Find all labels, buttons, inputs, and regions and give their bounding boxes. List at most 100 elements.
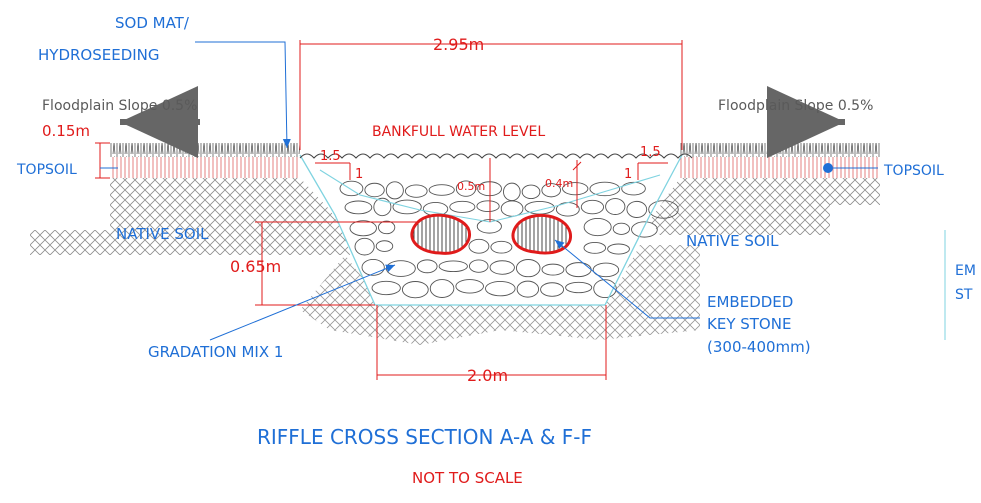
- cobble-stone: [373, 197, 392, 217]
- cobble-stone: [540, 282, 565, 297]
- floodplain-slope-right-label: Floodplain Slope 0.5%: [718, 98, 873, 114]
- keystone-label-line1: EMBEDDED: [707, 293, 793, 311]
- cobble-stone: [401, 281, 429, 299]
- cobble-stone: [583, 242, 607, 254]
- cobble-stone: [364, 182, 385, 198]
- drawing-subtitle: NOT TO SCALE: [412, 469, 523, 487]
- sod-mat-left: [110, 143, 300, 157]
- right-depth-label: 0.4m: [545, 177, 573, 190]
- dimension-right-depth: [572, 160, 582, 208]
- floodplain-slope-left-label: Floodplain Slope 0.5%: [42, 98, 197, 114]
- cobble-stone: [339, 180, 364, 197]
- cobble-stone: [580, 199, 605, 215]
- cobble-stone: [455, 180, 477, 197]
- cobble-stone: [521, 184, 541, 200]
- center-depth-label: 0.5m: [457, 180, 485, 193]
- keystone-label-line2: KEY STONE: [707, 315, 791, 333]
- dimension-bed-depth: [255, 221, 420, 306]
- native-soil-right-label: NATIVE SOIL: [686, 232, 779, 250]
- channel-outline: [299, 154, 683, 306]
- cobble-stone: [404, 184, 428, 198]
- cobble-stone: [541, 183, 561, 198]
- slope-rise-right-label: 1: [624, 167, 632, 182]
- slope-indicator-right: [637, 162, 668, 180]
- native-ground-bottom: [300, 245, 700, 345]
- cobble-stone: [593, 279, 617, 299]
- cobble-stone: [648, 200, 679, 219]
- cobble-stone: [385, 181, 404, 200]
- cobble-stone: [449, 200, 476, 213]
- cobble-stone: [607, 243, 630, 255]
- native-ground-left: [30, 178, 350, 255]
- sod-mat-label-line2: HYDROSEEDING: [38, 46, 160, 64]
- cobble-stone: [500, 200, 524, 217]
- cobble-stone: [605, 198, 626, 215]
- topsoil-layer-right: [680, 157, 880, 178]
- topsoil-right-label: TOPSOIL: [883, 163, 944, 179]
- drawing-title: RIFFLE CROSS SECTION A-A & F-F: [257, 425, 592, 449]
- sod-mat-label-line1: SOD MAT/: [115, 14, 190, 32]
- cobble-stone: [378, 220, 396, 235]
- gradation-leader: [209, 264, 396, 341]
- cobble-stone: [429, 279, 455, 298]
- edge-text-1: EM: [955, 263, 976, 279]
- keystone-label-line3: (300-400mm): [707, 338, 811, 356]
- cobble-stone: [438, 260, 468, 273]
- cobble-stone: [541, 263, 565, 276]
- cobble-stone: [344, 200, 373, 215]
- slope-rise-left-label: 1: [355, 167, 363, 182]
- slope-indicator-left: [315, 162, 351, 180]
- keystone-leader: [554, 239, 700, 319]
- cobble-stone: [485, 280, 516, 297]
- key-stone-left: [410, 213, 471, 255]
- cobble-stone: [371, 280, 401, 296]
- sod-mat-right: [680, 143, 880, 157]
- dimension-bottom-width: [376, 305, 607, 380]
- slope-run-right-label: 1.5: [640, 145, 661, 160]
- cobble-stone: [489, 260, 515, 275]
- cobble-stone: [349, 220, 377, 237]
- cobble-stone: [621, 181, 646, 196]
- cobble-stone: [476, 200, 500, 213]
- water-surface: [299, 153, 693, 159]
- riffle-stone-fill: [305, 158, 680, 305]
- gradation-label: GRADATION MIX 1: [148, 343, 283, 361]
- cobble-stone: [562, 182, 589, 196]
- cobble-stone: [583, 218, 612, 237]
- cobble-stone: [361, 258, 385, 276]
- top-width-label: 2.95m: [433, 35, 484, 54]
- dimension-topsoil-depth: [95, 142, 110, 179]
- slope-run-left-label: 1.5: [320, 149, 341, 164]
- cobble-stone: [592, 262, 620, 278]
- cobble-stone: [565, 281, 593, 294]
- sod-mat-leader: [195, 41, 291, 149]
- cobble-stone: [392, 199, 422, 215]
- bed-depth-label: 0.65m: [230, 257, 281, 276]
- cobble-stone: [375, 240, 394, 252]
- cobble-stone: [428, 184, 455, 196]
- native-soil-left-label: NATIVE SOIL: [116, 225, 209, 243]
- cobble-stone: [468, 238, 490, 254]
- topsoil-depth-label: 0.15m: [42, 122, 90, 140]
- cobble-stone: [626, 200, 648, 218]
- cobble-stone: [455, 279, 484, 294]
- dimension-top-width: [299, 40, 683, 150]
- cobble-stone: [416, 259, 438, 274]
- native-ground-right: [650, 178, 880, 235]
- cobble-stone: [503, 182, 521, 202]
- cobble-stone: [476, 219, 502, 234]
- key-stone-right: [511, 213, 572, 255]
- topsoil-layer-left: [110, 157, 300, 178]
- cobble-stone: [515, 259, 541, 278]
- cobble-stone: [589, 181, 621, 197]
- cobble-stone: [354, 237, 375, 256]
- edge-text-2: ST: [955, 287, 973, 303]
- cobble-stone: [516, 280, 540, 298]
- topsoil-right-marker: [823, 163, 833, 173]
- bottom-width-label: 2.0m: [467, 366, 508, 385]
- topsoil-left-label: TOPSOIL: [16, 162, 77, 178]
- cobble-stone: [631, 221, 658, 238]
- cobble-stone: [468, 259, 489, 273]
